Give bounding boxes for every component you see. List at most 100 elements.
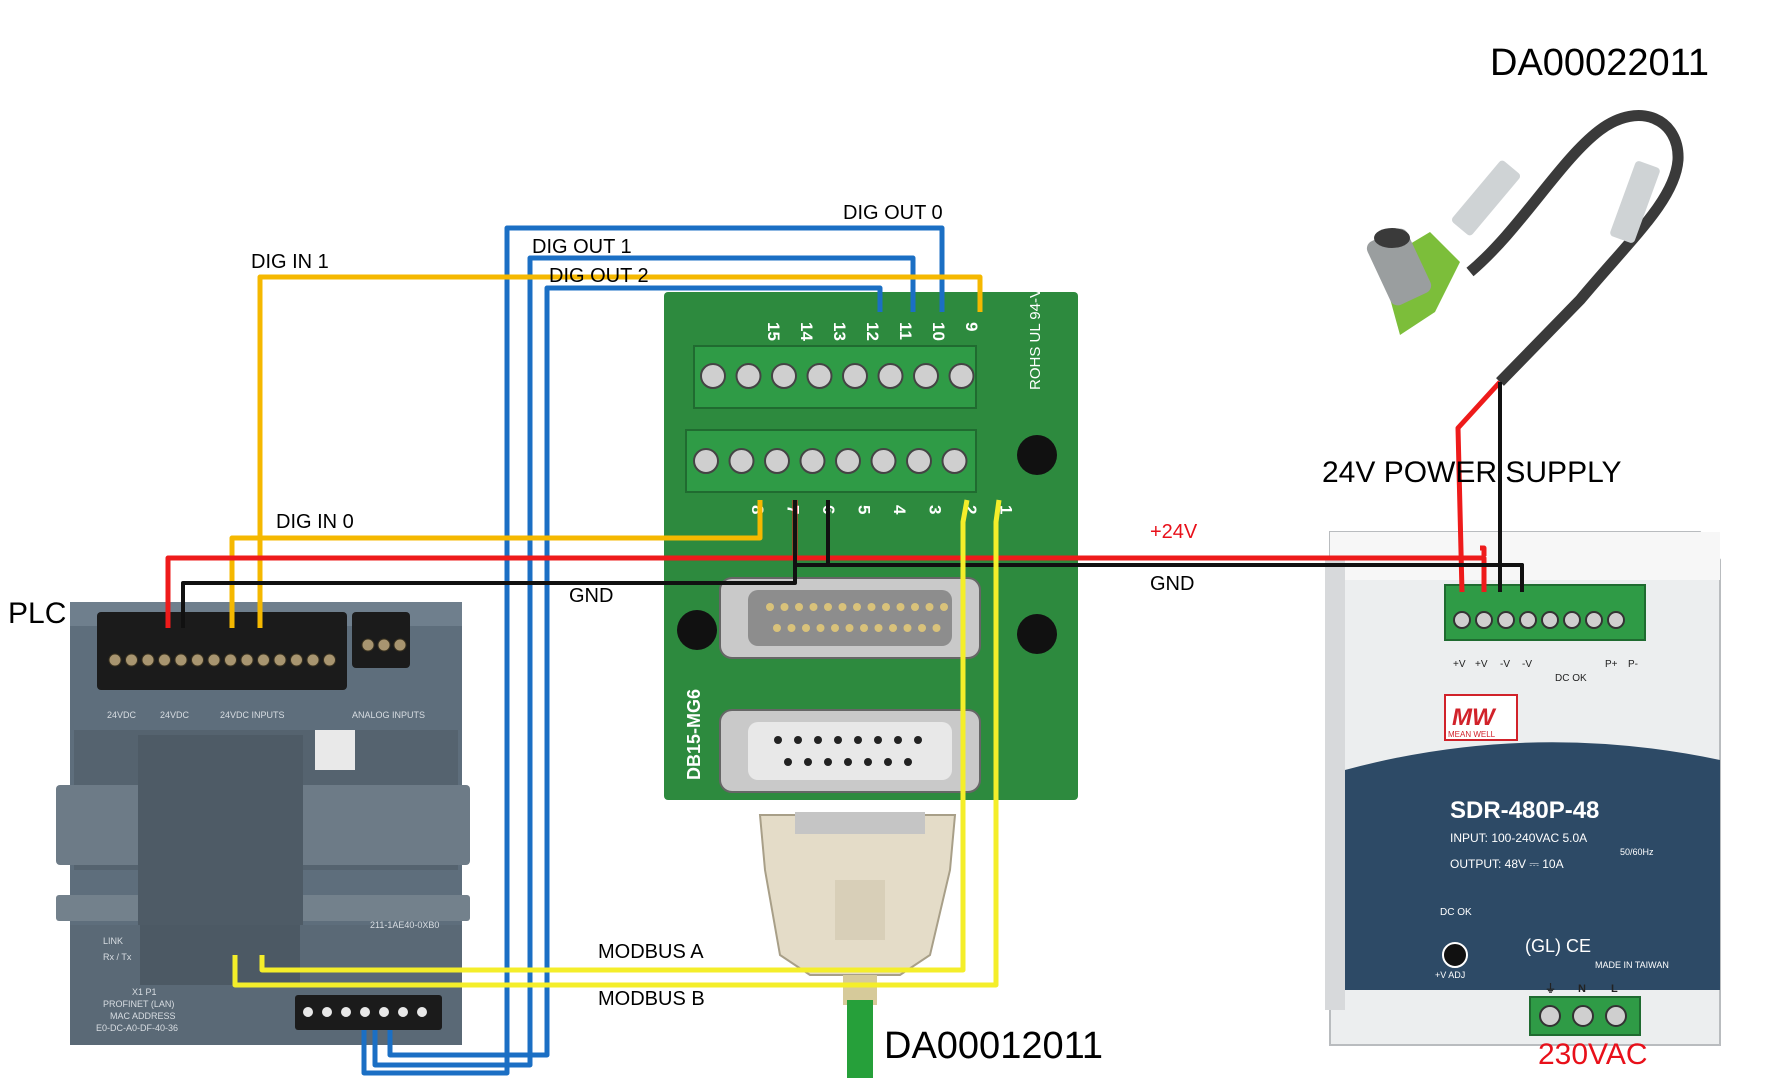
plc-terminal-label: 24VDC INPUTS bbox=[220, 710, 285, 720]
psu-dcok-top-text: DC OK bbox=[1555, 673, 1587, 684]
connector-pin bbox=[889, 624, 897, 632]
board-pin-label: 1 bbox=[997, 505, 1016, 514]
psu-model-text: SDR-480P-48 bbox=[1450, 797, 1599, 824]
psu-mains-label: ⏚ bbox=[1545, 982, 1556, 995]
psu-brand-text: MEAN WELL bbox=[1448, 730, 1496, 739]
plc-output-screw bbox=[322, 1007, 332, 1017]
mean-well-logo bbox=[1444, 694, 1518, 741]
plc-terminal-screw bbox=[191, 653, 204, 667]
connector-pin bbox=[802, 624, 810, 632]
plc-output-screw bbox=[417, 1007, 427, 1017]
plc-terminal-screw bbox=[174, 653, 188, 667]
plc-order-number: 211-1AE40-0XB0 bbox=[370, 920, 439, 930]
psu-terminal-screw bbox=[1585, 611, 1603, 629]
board-pin-label: 15 bbox=[764, 322, 783, 341]
psu-terminal-screw bbox=[1607, 611, 1625, 629]
connector-pin bbox=[874, 624, 883, 632]
wire-dig-out-2 bbox=[387, 285, 883, 1058]
connector-pin bbox=[860, 624, 868, 632]
connector-pin bbox=[911, 603, 919, 611]
plc-terminal-screw bbox=[158, 653, 171, 667]
dig-out-1-label: DIG OUT 1 bbox=[532, 236, 632, 258]
connector-pin bbox=[903, 624, 912, 632]
connector-pin bbox=[809, 603, 818, 611]
psu-terminal-screw bbox=[1519, 611, 1537, 629]
plc-led-label: LINK bbox=[103, 936, 123, 946]
plc-terminal-label: 24VDC bbox=[107, 710, 137, 720]
sensor-cable bbox=[1366, 110, 1684, 386]
connector-pin bbox=[831, 624, 839, 632]
board-pin-label: 2 bbox=[961, 505, 980, 514]
board-screw bbox=[877, 363, 904, 389]
connector-pin bbox=[867, 603, 876, 611]
plc-port-label: X1 P1 bbox=[132, 987, 157, 997]
plc-mac-value: E0-DC-A0-DF-40-36 bbox=[96, 1023, 178, 1033]
plc-terminal-screw bbox=[141, 653, 155, 667]
plus-24v-label: +24V bbox=[1150, 521, 1198, 543]
board-pin-label: 9 bbox=[962, 322, 981, 331]
connector-pin bbox=[914, 736, 922, 744]
board-screw bbox=[913, 363, 939, 389]
plc-terminal-screw bbox=[224, 653, 237, 667]
board-pin-label: 5 bbox=[855, 505, 874, 514]
gnd-label-left: GND bbox=[569, 585, 614, 607]
wire-dig-out-0 bbox=[361, 225, 945, 1076]
plc-output-screw bbox=[398, 1007, 408, 1017]
wire-dig-in-1 bbox=[257, 274, 983, 628]
plc-terminal-screw bbox=[257, 653, 270, 667]
plc-terminal-screw bbox=[240, 653, 254, 667]
plc-label: PLC bbox=[8, 597, 67, 630]
psu-mains-screw bbox=[1572, 1005, 1594, 1027]
board-screw bbox=[948, 363, 975, 389]
connector-pin bbox=[795, 603, 803, 611]
connector-pin bbox=[925, 603, 934, 611]
connector-pin bbox=[845, 624, 854, 632]
svg-text:MW: MW bbox=[1452, 704, 1497, 731]
connector-pin bbox=[784, 758, 792, 766]
board-marking: ROHS UL 94-V0 bbox=[1027, 280, 1044, 390]
plc-terminal-screw bbox=[393, 638, 407, 652]
psu-terminal-label: P- bbox=[1628, 659, 1638, 670]
connector-pin bbox=[882, 603, 890, 611]
voltage-adjust-knob bbox=[1442, 942, 1468, 968]
connector-pin bbox=[774, 736, 782, 744]
connector-pin bbox=[940, 603, 948, 611]
board-screw bbox=[735, 363, 762, 389]
connector-pin bbox=[844, 758, 852, 766]
psu-mains-screw bbox=[1605, 1005, 1627, 1027]
connector-pin bbox=[896, 603, 905, 611]
psu-mains-label: N bbox=[1578, 983, 1586, 995]
dig-in-0-label: DIG IN 0 bbox=[276, 511, 354, 533]
psu-made-text: MADE IN TAIWAN bbox=[1595, 960, 1669, 970]
board-model-label: DB15-MG6 bbox=[684, 689, 704, 780]
psu-terminal-label: P+ bbox=[1605, 659, 1618, 670]
wires bbox=[165, 225, 1524, 1076]
plc-port-description: PROFINET (LAN) bbox=[103, 999, 174, 1009]
plc-terminal-label: 24VDC bbox=[160, 710, 190, 720]
cert-marks: (GL) CE bbox=[1525, 936, 1591, 956]
connector-pin bbox=[864, 758, 872, 766]
psu-terminal-screw bbox=[1563, 611, 1581, 629]
wire-dig-out-1 bbox=[372, 255, 916, 1068]
connector-pin bbox=[853, 603, 861, 611]
db-cable-plug bbox=[758, 812, 957, 1078]
plc-terminal-screw bbox=[361, 638, 375, 652]
board-screw bbox=[806, 363, 833, 389]
psu-terminal-label: +V bbox=[1453, 659, 1466, 670]
modbus-b-label: MODBUS B bbox=[598, 988, 705, 1010]
board-screw bbox=[700, 363, 726, 389]
board-pin-label: 3 bbox=[926, 505, 945, 514]
psu-terminal-screw bbox=[1497, 611, 1515, 629]
psu-mains-screw bbox=[1539, 1005, 1561, 1027]
modbus-a-label: MODBUS A bbox=[598, 941, 704, 963]
plc-terminal-screw bbox=[108, 653, 122, 667]
connector-pin bbox=[794, 736, 802, 744]
sensor-cable-part-number: DA00022011 bbox=[1490, 42, 1710, 84]
plc-terminal-screw bbox=[323, 653, 336, 667]
